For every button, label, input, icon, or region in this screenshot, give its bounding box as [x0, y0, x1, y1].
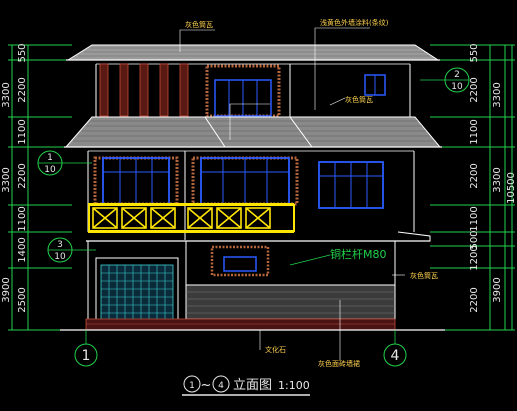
dim-left-inner-4: 2200	[17, 163, 28, 188]
dim-left-inner-6: 1400	[17, 237, 28, 262]
callout-2-num: 2	[454, 70, 460, 80]
title-scale: 1:100	[278, 379, 310, 392]
callout-1-10: 1 10	[37, 150, 92, 176]
dim-right-inner-1: 550	[469, 43, 480, 62]
axis-label-left: 1	[82, 348, 91, 364]
dim-right-inner-6: 500	[469, 230, 480, 249]
note-roof-tile: 灰色筒瓦	[185, 20, 213, 29]
dim-right-outer-1: 3300	[492, 82, 503, 107]
callout-1-den: 10	[44, 165, 56, 175]
dimension-lines	[8, 44, 515, 331]
dim-right-inner-8: 2200	[469, 287, 480, 312]
dim-right-inner-7: 1200	[469, 245, 480, 270]
leader-lines	[179, 27, 405, 360]
callout-1-num: 1	[47, 153, 53, 163]
note-brick-base: 灰色面砖墙裙	[318, 359, 360, 368]
callout-3-den: 10	[54, 252, 66, 262]
callout-3-num: 3	[57, 240, 63, 250]
right-dimensions: 550 2200 1100 2200 1100 500 1200 2200 33…	[469, 43, 517, 312]
balcony-railing	[88, 203, 295, 233]
note-mid-roof: 灰色筒瓦	[345, 95, 373, 104]
title-tilde: ~	[201, 378, 212, 393]
ground-floor	[87, 241, 396, 330]
title-circle-start: 1	[189, 381, 195, 391]
dim-left-outer-2: 3300	[1, 167, 12, 192]
dim-left-inner-1: 550	[17, 43, 28, 62]
middle-roof	[64, 116, 442, 152]
drawing-title: 1 ~ 4 立面图 1:100	[182, 375, 310, 396]
grid-axis-right: 4	[383, 330, 407, 367]
dim-left-inner-2: 2200	[17, 77, 28, 102]
wood-columns	[99, 63, 189, 117]
title-circle-end: 4	[218, 381, 224, 391]
dim-right-outer-2: 3300	[492, 167, 503, 192]
top-roof	[66, 44, 440, 65]
callout-2-10: 2 10	[420, 67, 470, 93]
callout-2-den: 10	[451, 82, 463, 92]
callout-3-10: 3 10	[47, 237, 96, 263]
note-right-eave: 灰色筒瓦	[410, 271, 438, 280]
third-floor-window-frame	[205, 64, 281, 118]
dim-left-outer-3: 3900	[1, 277, 12, 302]
note-stone-base: 文化石	[265, 345, 286, 354]
dim-right-inner-2: 2200	[469, 77, 480, 102]
axis-label-right: 4	[391, 348, 400, 364]
dim-right-inner-3: 1100	[469, 119, 480, 144]
dim-left-inner-7: 2500	[17, 287, 28, 312]
ground-window	[210, 245, 270, 277]
dim-left-inner-3: 1100	[17, 119, 28, 144]
dim-left-outer-1: 3300	[1, 82, 12, 107]
title-text: 立面图	[233, 378, 272, 393]
grid-axis-left: 1	[74, 330, 98, 367]
dim-right-outer-3: 3900	[492, 277, 503, 302]
dim-right-total: 10500	[506, 172, 517, 204]
dim-right-inner-5: 1100	[469, 206, 480, 231]
brick-base	[85, 318, 396, 331]
second-floor	[87, 151, 415, 240]
note-top-wall: 浅黄色外墙涂料(条纹)	[320, 18, 389, 27]
stone-base	[185, 284, 396, 320]
note-railing-code: 铜栏杆M80	[330, 247, 387, 261]
right-canopy	[397, 231, 431, 242]
dim-left-inner-5: 1100	[17, 206, 28, 231]
second-floor-windows	[93, 156, 384, 209]
third-floor	[95, 64, 411, 117]
left-dimensions: 3300 3300 3900 550 2200 1100 2200 1100 1…	[1, 43, 28, 312]
railing-leader	[289, 254, 331, 266]
dim-right-inner-4: 2200	[469, 163, 480, 188]
third-floor-small-window	[364, 74, 386, 96]
